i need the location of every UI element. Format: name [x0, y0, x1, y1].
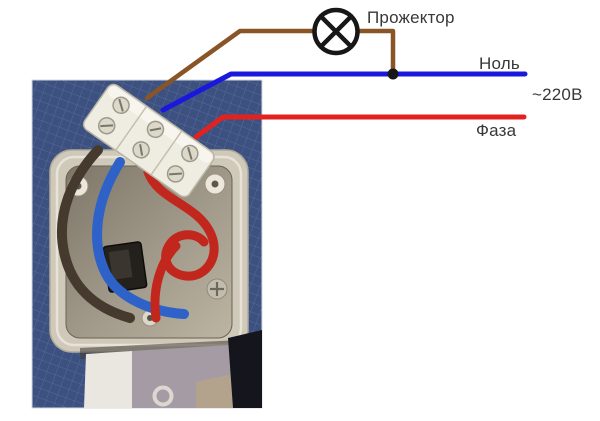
lamp-cross-stroke-2 [318, 14, 354, 49]
voltage-label: ~220В [532, 85, 583, 104]
photo-wire-red-tail [150, 241, 181, 323]
neutral-wire-line [160, 71, 528, 113]
lamp-label: Прожектор [367, 8, 455, 27]
photo-dark-corner [228, 330, 262, 408]
pole-ring-hole [152, 385, 174, 407]
cross-screw-icon [206, 278, 228, 300]
junction-box-photo [31, 79, 263, 409]
photo-wire-red-loop [143, 167, 219, 281]
neutral-label: Ноль [479, 54, 520, 73]
phase-label: Фаза [476, 121, 517, 140]
pole-tan-section [196, 374, 233, 408]
mounting-pole [84, 345, 233, 408]
photo-wires [56, 145, 219, 323]
terminal-block [82, 83, 215, 198]
terminal-screws [97, 96, 199, 183]
junction-dot [387, 68, 399, 80]
photo-wire-brown [56, 145, 135, 323]
terminal-cell-dividers [115, 105, 183, 176]
floodlight-lamp-icon [312, 7, 360, 56]
screw-boss-right [204, 173, 226, 195]
phase-wire-line [193, 114, 527, 140]
pole-white-section [84, 351, 132, 408]
